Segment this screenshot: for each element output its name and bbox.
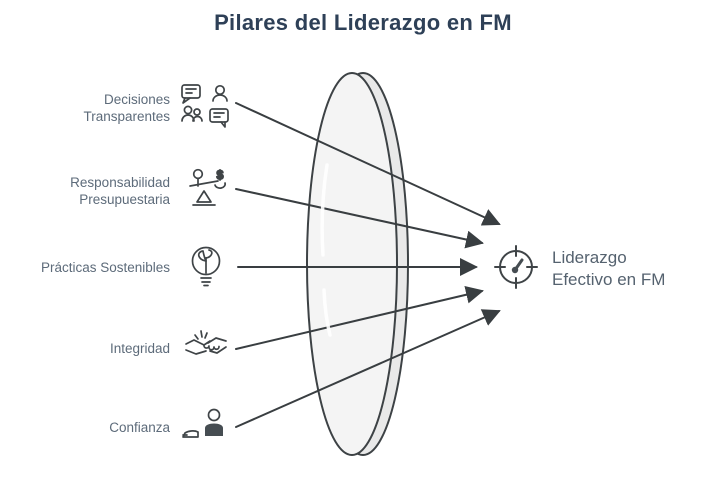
connector-lines xyxy=(235,102,501,428)
result-label-line: Liderazgo xyxy=(552,248,627,267)
pillar-label-line: Integridad xyxy=(110,341,170,356)
lens-highlight xyxy=(320,163,329,257)
connector-line-4 xyxy=(235,285,484,350)
pillar-item-decisiones-transparentes: Decisiones Transparentes xyxy=(83,84,229,128)
pillar-label-line: Decisiones xyxy=(104,92,170,107)
sustainability-plant-icon xyxy=(191,246,221,287)
pillar-label-line: Transparentes xyxy=(83,109,170,124)
page-title: Pilares del Liderazgo en FM xyxy=(214,10,512,35)
pillar-label-line: Responsabilidad xyxy=(70,175,170,190)
handshake-icon xyxy=(185,330,227,355)
connector-line-5 xyxy=(235,309,501,428)
lens-shape xyxy=(306,72,409,456)
lens-front-face xyxy=(306,72,398,456)
pillar-label-line: Confianza xyxy=(109,420,170,435)
connector-line-1 xyxy=(235,102,501,226)
dollar-sign: $ xyxy=(217,168,224,182)
pillar-item-practicas-sostenibles: Prácticas Sostenibles xyxy=(41,246,221,287)
lens-highlight xyxy=(322,288,332,337)
pillar-label-line: Presupuestaria xyxy=(79,192,170,207)
result-label-line: Efectivo en FM xyxy=(552,270,665,289)
trust-person-icon xyxy=(182,408,223,438)
target-gauge-icon xyxy=(494,245,538,289)
pillar-item-responsabilidad-presupuestaria: Responsabilidad Presupuestaria $ xyxy=(70,167,226,207)
pillar-item-integridad: Integridad xyxy=(110,330,227,356)
communication-icon xyxy=(181,84,229,128)
pillar-label-line: Prácticas Sostenibles xyxy=(41,260,170,275)
budget-balance-icon: $ xyxy=(189,167,226,206)
connector-line-2 xyxy=(235,188,484,249)
result-group: Liderazgo Efectivo en FM xyxy=(494,245,665,289)
pillar-item-confianza: Confianza xyxy=(109,408,223,438)
